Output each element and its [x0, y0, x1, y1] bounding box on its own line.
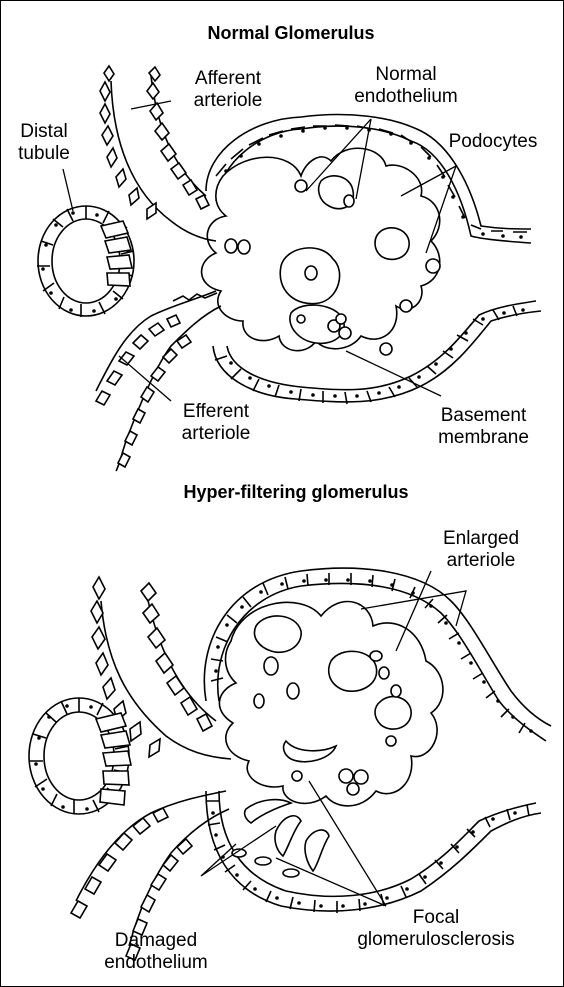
panel-title-hyperfiltering: Hyper-filtering glomerulus	[161, 482, 431, 503]
label-distal-tubule: Distal tubule	[9, 121, 79, 165]
label-normal-endothelium: Normal endothelium	[346, 64, 466, 108]
enlarged-afferent-arteriole	[91, 577, 231, 759]
capillary-tuft	[202, 148, 440, 355]
hyperfiltering-glomerulus-drawing	[29, 568, 551, 960]
distal-tubule-lower	[29, 698, 131, 814]
label-afferent-arteriole: Afferent arteriole	[173, 68, 283, 112]
label-basement-membrane: Basement membrane	[421, 405, 546, 449]
distal-tubule	[37, 206, 134, 317]
label-enlarged-arteriole: Enlarged arteriole	[421, 528, 541, 572]
label-focal-glomerulosclerosis: Focal glomerulosclerosis	[336, 907, 536, 951]
panel-title-normal: Normal Glomerulus	[181, 23, 401, 44]
label-podocytes: Podocytes	[433, 131, 553, 153]
label-efferent-arteriole: Efferent arteriole	[161, 401, 271, 445]
label-damaged-endothelium: Damaged endothelium	[91, 930, 221, 974]
enlarged-capillary-tuft	[219, 602, 442, 877]
